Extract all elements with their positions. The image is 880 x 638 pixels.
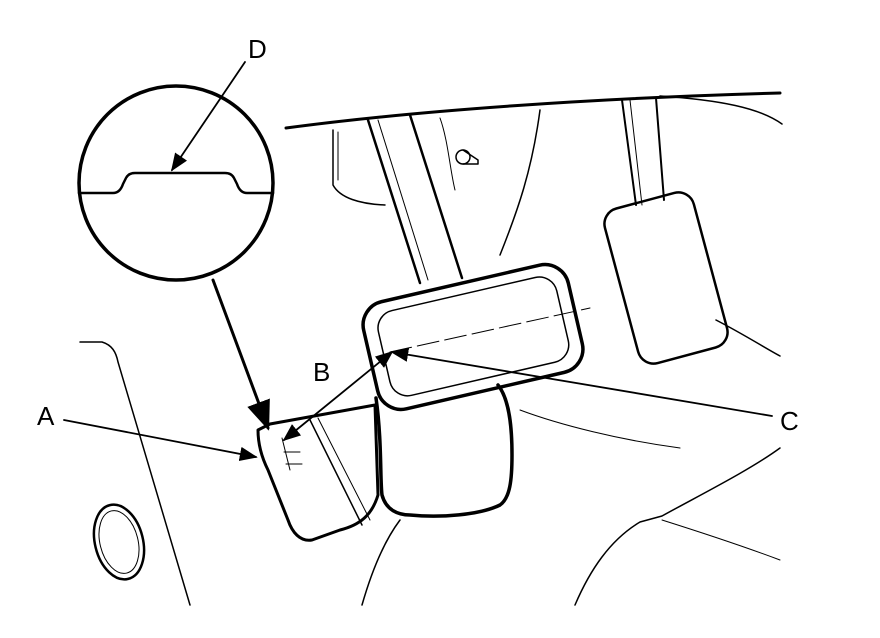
leader-c bbox=[390, 347, 773, 417]
pedal-support bbox=[374, 383, 514, 518]
dashboard-trim bbox=[659, 95, 783, 125]
detail-profile bbox=[77, 171, 275, 195]
stop-switch-bracket bbox=[256, 403, 380, 542]
leader-a bbox=[63, 419, 258, 462]
leader-detail-to-a bbox=[211, 278, 270, 431]
brake-pedal-arm bbox=[366, 113, 464, 285]
accelerator-pedal bbox=[603, 191, 729, 365]
label-a: A bbox=[37, 401, 55, 431]
dimension-b bbox=[282, 350, 394, 442]
floor-panel bbox=[574, 447, 781, 606]
label-b: B bbox=[313, 357, 330, 387]
pad-centerline bbox=[389, 307, 591, 353]
door-panel bbox=[79, 341, 191, 606]
door-plug-hole bbox=[92, 503, 146, 581]
label-c: C bbox=[780, 406, 799, 436]
accelerator-arm bbox=[621, 97, 665, 206]
leader-d bbox=[170, 61, 246, 172]
detail-circle bbox=[77, 84, 275, 282]
dashboard-edge bbox=[284, 91, 782, 130]
dash-bracket bbox=[332, 129, 386, 206]
label-d: D bbox=[248, 34, 267, 64]
switch-stud bbox=[439, 117, 479, 191]
